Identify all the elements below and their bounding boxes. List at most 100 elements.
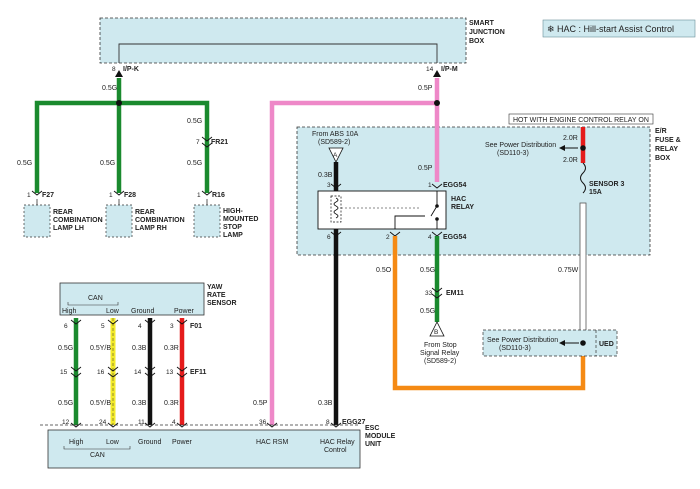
- hm-label-1: HIGH-: [223, 208, 244, 215]
- esc-pin-4: 4: [172, 419, 176, 426]
- esc-can: CAN: [90, 452, 105, 459]
- yaw-title-3: SENSOR: [207, 300, 237, 307]
- esc-title-1: ESC: [365, 425, 379, 432]
- esc-pin-8: 8: [326, 419, 330, 426]
- em11-conn: EM11: [446, 290, 464, 297]
- rh-label-2: COMBINATION: [135, 217, 185, 224]
- er-arrow-head: [559, 145, 565, 151]
- relay-pin-2: 2: [386, 234, 390, 241]
- relay-pin-4: 4: [428, 234, 432, 241]
- f01-conn: F01: [190, 323, 202, 330]
- rh-conn: F28: [124, 192, 136, 199]
- relay-top-connector-marks: [330, 183, 443, 189]
- relay-coil: [330, 195, 342, 223]
- yaw-high: High: [62, 308, 77, 315]
- em11-pin: 33: [425, 290, 433, 297]
- wire-label-orange: 0.5O: [376, 267, 392, 274]
- relay-coil-winding: [333, 197, 339, 219]
- wire-label-white: 0.75W: [558, 267, 579, 274]
- ued-label: UED: [599, 341, 614, 348]
- yaw-pin-4: 4: [138, 323, 142, 330]
- esc-connector-marks: [70, 422, 342, 428]
- hm-label-4: LAMP: [223, 232, 243, 239]
- er-title-3: RELAY: [655, 146, 678, 153]
- em11-connector-mark: [431, 287, 443, 299]
- wire-label-black: 0.3B: [318, 172, 333, 179]
- rear-lamp-rh-box: [105, 204, 133, 238]
- yaw-ground: Ground: [131, 308, 154, 315]
- relay-pin-3: 3: [327, 182, 331, 189]
- ef11-conn: EF11: [190, 369, 206, 376]
- from-stop-arrow: [429, 321, 445, 337]
- yaw-epin-15: 15: [60, 369, 68, 376]
- from-stop-pin: B: [434, 329, 438, 336]
- egg27-conn: EGG27: [342, 419, 365, 426]
- esc-low: Low: [106, 439, 120, 446]
- relay-switch-out: [394, 215, 425, 229]
- esc-ground: Ground: [138, 439, 161, 446]
- ued-see-1: See Power Distribution: [487, 337, 558, 344]
- legend-box: [542, 19, 696, 38]
- fuse-label-1: SENSOR 3: [589, 181, 625, 188]
- yaw-w2: 0.5Y/B: [90, 345, 111, 352]
- er-title-4: BOX: [655, 155, 671, 162]
- fr21-pin: 7: [196, 139, 200, 146]
- fr21-conn: FR21: [211, 139, 228, 146]
- hot-label-box: [508, 113, 654, 125]
- yaw-w3: 0.3B: [132, 345, 147, 352]
- wire-label-lh: 0.5G: [17, 160, 32, 167]
- er-title-1: E/R: [655, 128, 667, 135]
- pink-wire-esc: [269, 78, 440, 425]
- hm-conn: R16: [212, 192, 225, 199]
- sjb-title-3: BOX: [469, 38, 485, 45]
- fuse-sensor3: [580, 162, 586, 194]
- ued-arrow-head: [559, 340, 565, 346]
- sjb-title-1: SMART: [469, 20, 495, 27]
- wire-label-em-top: 0.5G: [420, 267, 435, 274]
- yaw-epin-14: 14: [134, 369, 142, 376]
- hac-relay-box: [317, 190, 447, 230]
- lh-pin: 1: [27, 192, 31, 199]
- green-wire-lh: [34, 78, 122, 193]
- high-mounted-stop-lamp-box: [193, 204, 221, 238]
- sjb-conn-ipk: I/P-K: [123, 66, 139, 73]
- wire-label-black-bot: 0.3B: [318, 400, 333, 407]
- relay-pin-1: 1: [428, 182, 432, 189]
- yaw-pin-6: 6: [64, 323, 68, 330]
- er-see-power-2: (SD110-3): [497, 150, 529, 157]
- white-wire: [579, 202, 587, 350]
- yaw-low: Low: [106, 308, 120, 315]
- hot-label: HOT WITH ENGINE CONTROL RELAY ON: [513, 117, 649, 124]
- ued-box: [482, 329, 618, 357]
- wire-label-hm: 0.5G: [187, 160, 202, 167]
- sjb-ipk-arrow: [115, 70, 123, 77]
- legend-text: HAC : Hill-start Assist Control: [557, 24, 674, 34]
- fuse-label-2: 15A: [589, 189, 602, 196]
- esc-hac-rsm: HAC RSM: [256, 439, 288, 446]
- yaw-pin-5: 5: [101, 323, 105, 330]
- splice-pink: [434, 100, 440, 106]
- wire-label-pink-sjb: 0.5P: [418, 85, 433, 92]
- hm-label-2: MOUNTED: [223, 216, 258, 223]
- green-wire-hm: [119, 100, 210, 193]
- wire-label-pink-esc: 0.5P: [253, 400, 268, 407]
- lh-connector-mark: [31, 190, 43, 196]
- relay-conn-top: EGG54: [443, 182, 466, 189]
- yaw-power: Power: [174, 308, 195, 315]
- yaw-can: CAN: [88, 295, 103, 302]
- er-title-2: FUSE &: [655, 137, 681, 144]
- lh-label-1: REAR: [53, 209, 73, 216]
- sjb-internal-line: [118, 43, 438, 63]
- rh-label-3: LAMP RH: [135, 225, 167, 232]
- lh-conn: F27: [42, 192, 54, 199]
- rear-lamp-lh-box: [23, 204, 51, 238]
- rh-connector-mark: [113, 190, 125, 196]
- f01-connector-marks: [70, 319, 188, 325]
- yaw-w3b: 0.3B: [132, 400, 147, 407]
- yaw-w4b: 0.3R: [164, 400, 179, 407]
- sjb-conn-ipm: I/P-M: [441, 66, 458, 73]
- relay-label-1: HAC: [451, 196, 466, 203]
- sjb-pin-8: 8: [112, 66, 116, 73]
- splice-fuse: [580, 145, 586, 151]
